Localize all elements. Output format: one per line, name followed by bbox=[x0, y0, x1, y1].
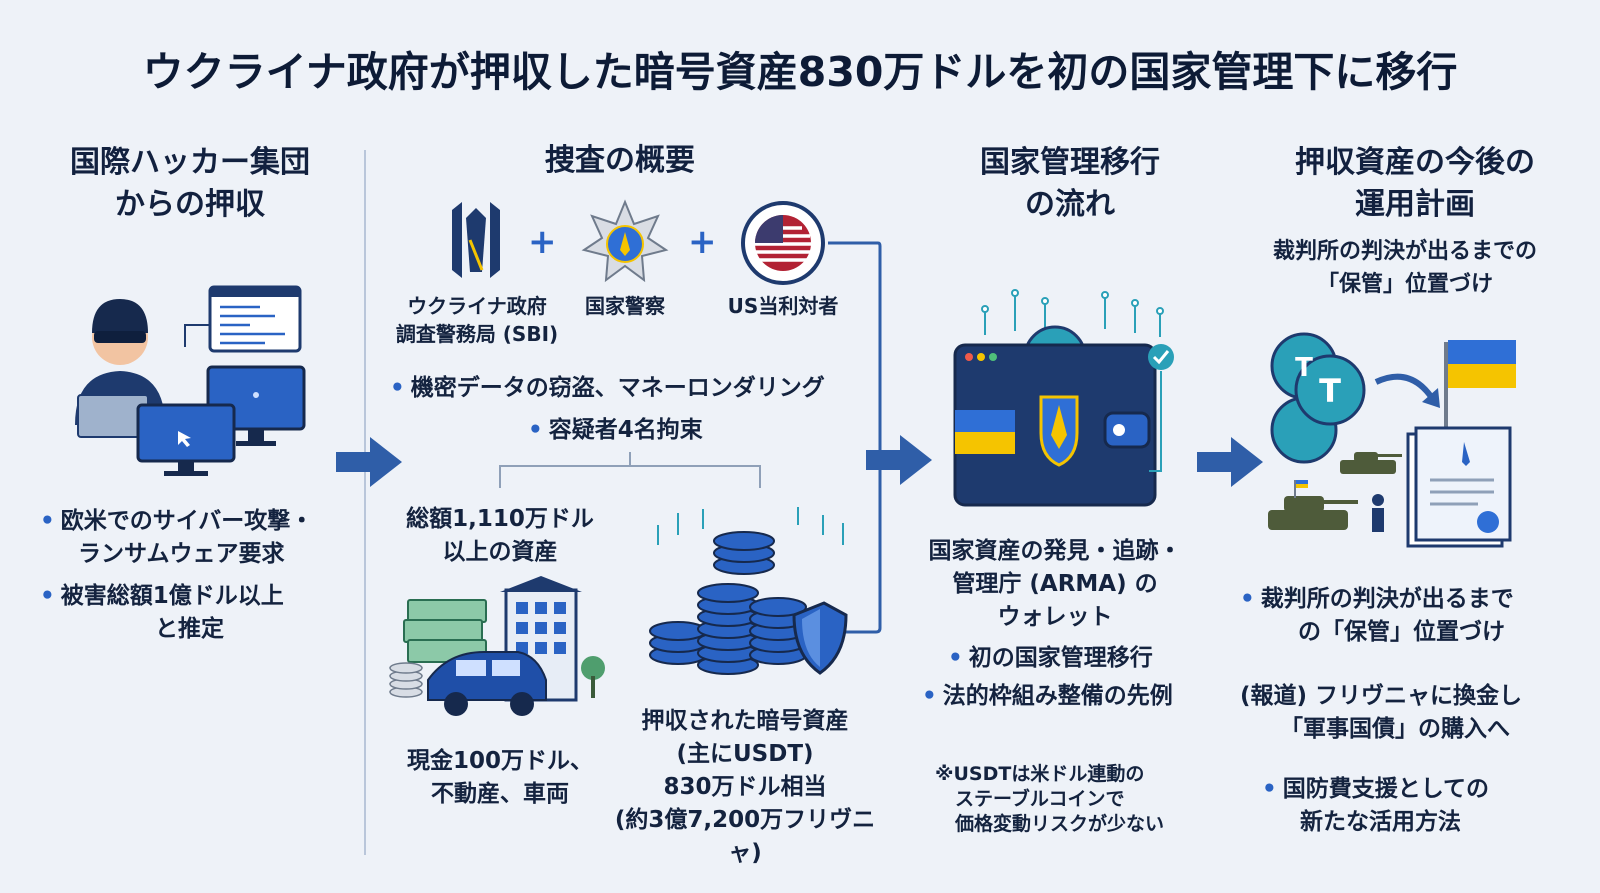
bullet-dot-icon: • bbox=[948, 645, 963, 671]
col4-bullet-1: •裁判所の判決が出るまで の「保管」位置づけ bbox=[1240, 586, 1514, 645]
col1-heading: 国際ハッカー集団 からの押収 bbox=[40, 142, 340, 226]
agency-police-label: 国家警察 bbox=[585, 294, 665, 318]
col4-bullet-2: •国防費支援としての 新たな活用方法 bbox=[1262, 776, 1490, 835]
col1-heading-line1: 国際ハッカー集団 bbox=[70, 145, 310, 180]
col1-bullet-2: •被害総額1億ドル以上 と推定 bbox=[40, 583, 284, 642]
usdt-coin-stack-icon bbox=[649, 507, 848, 675]
arma-wallet-icon: T bbox=[953, 289, 1174, 507]
col4-heading: 押収資産の今後の 運用計画 bbox=[1295, 145, 1535, 222]
page-title: ウクライナ政府が押収した暗号資産830万ドルを初の国家管理下に移行 bbox=[142, 48, 1458, 96]
col4-subtitle: 裁判所の判決が出るまでの 「保管」位置づけ bbox=[1272, 239, 1537, 297]
agency-us-label: US当利対者 bbox=[727, 294, 839, 318]
total-assets-label: 総額1,110万ドル 以上の資産 bbox=[406, 506, 594, 565]
col3-bullet-2: •法的枠組み整備の先例 bbox=[922, 683, 1173, 709]
col1-heading-line2: からの押収 bbox=[115, 187, 265, 222]
col2-bullet-2: •容疑者4名拘束 bbox=[528, 417, 703, 443]
bullet-dot-icon: • bbox=[40, 583, 55, 609]
agency-sbi-label: ウクライナ政府 調査警務局 (SBI) bbox=[395, 294, 559, 346]
military-bond-illustration-icon: T T bbox=[1268, 332, 1516, 548]
bracket-connector bbox=[499, 452, 761, 488]
column-divider bbox=[364, 150, 366, 855]
police-star-icon bbox=[581, 199, 669, 283]
bullet-dot-icon: • bbox=[390, 375, 405, 401]
flow-arrow-icon bbox=[866, 435, 932, 485]
svg-text:T: T bbox=[1295, 353, 1313, 383]
sbi-emblem-icon bbox=[452, 202, 500, 278]
col2-bullet-1: •機密データの窃盗、マネーロンダリング bbox=[390, 375, 825, 401]
connector-line bbox=[828, 241, 882, 634]
usdt-note: ※USDTは米ドル連動の ステーブルコインで 価格変動リスクが少ない bbox=[935, 763, 1165, 835]
us-justice-seal-icon bbox=[741, 201, 825, 285]
cash-property-label: 現金100万ドル、 不動産、車両 bbox=[406, 748, 593, 807]
bullet-dot-icon: • bbox=[1262, 776, 1277, 802]
plus-sign-1: + bbox=[528, 222, 557, 262]
flow-arrow-icon bbox=[1197, 437, 1263, 487]
col3-bullet-1: •初の国家管理移行 bbox=[948, 645, 1153, 671]
bullet-dot-icon: • bbox=[40, 508, 55, 534]
svg-text:T: T bbox=[1319, 372, 1341, 410]
col2-heading: 捜査の概要 bbox=[545, 143, 695, 178]
plus-sign-2: + bbox=[688, 222, 717, 262]
bullet-dot-icon: • bbox=[922, 683, 937, 709]
arma-wallet-label: 国家資産の発見・追跡・ 管理庁 (ARMA) の ウォレット bbox=[928, 538, 1182, 630]
col1-bullet-1: •欧米でのサイバー攻撃・ ランサムウェア要求 bbox=[40, 508, 314, 567]
hacker-illustration-icon bbox=[75, 285, 306, 476]
cash-property-vehicle-icon bbox=[389, 576, 605, 716]
flow-arrow-icon bbox=[336, 437, 402, 487]
bullet-dot-icon: • bbox=[528, 417, 543, 443]
col4-report: (報道) フリヴニャに換金し 「軍事国債」の購入へ bbox=[1240, 683, 1523, 742]
col3-heading: 国家管理移行 の流れ bbox=[980, 145, 1160, 222]
seized-crypto-label: 押収された暗号資産 (主にUSDT) 830万ドル相当 (約3億7,200万フリ… bbox=[614, 708, 876, 866]
bullet-dot-icon: • bbox=[1240, 586, 1255, 612]
